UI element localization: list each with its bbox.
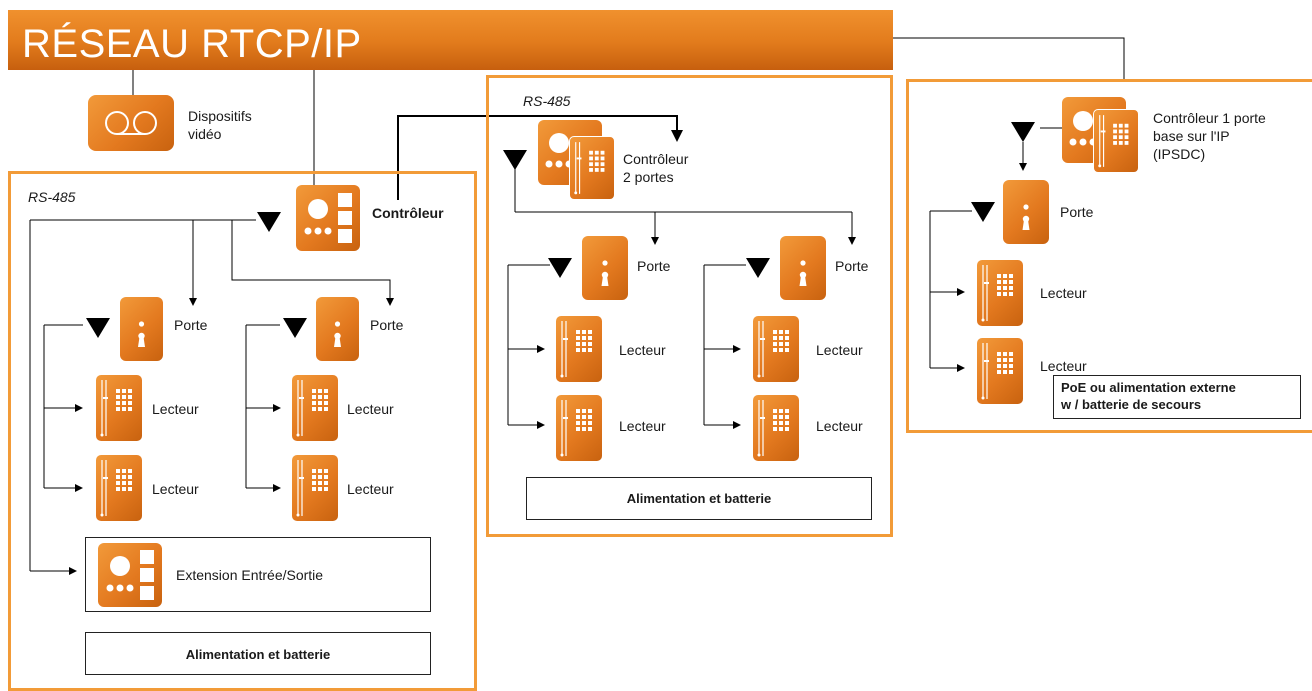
left-power-box xyxy=(85,632,431,675)
video-label-line2: vidéo xyxy=(188,126,222,142)
right-reader1-label: Lecteur xyxy=(1040,285,1087,301)
door-icon xyxy=(780,236,826,300)
right-power-label-line1: PoE ou alimentation externe xyxy=(1061,380,1236,395)
ipsdc-link-line xyxy=(893,37,1125,79)
card-reader-icon xyxy=(977,260,1023,326)
left-power-label: Alimentation et batterie xyxy=(185,647,331,662)
middle-door2-reader1-label: Lecteur xyxy=(816,342,863,358)
left-door1-label: Porte xyxy=(174,317,208,333)
card-reader-icon xyxy=(753,395,799,461)
panel-middle xyxy=(486,75,893,537)
controller-icon xyxy=(296,185,360,251)
left-door2-label: Porte xyxy=(370,317,404,333)
middle-bus-label: RS-485 xyxy=(523,93,571,109)
io-extension-icon xyxy=(98,543,162,607)
card-reader-icon xyxy=(569,136,615,200)
card-reader-icon xyxy=(556,395,602,461)
banner-title: RÉSEAU RTCP/IP xyxy=(22,22,362,66)
network-banner: RÉSEAU RTCP/IP xyxy=(8,10,893,70)
right-door-label: Porte xyxy=(1060,204,1094,220)
middle-controller-label-line1: Contrôleur xyxy=(623,151,689,167)
middle-door1-reader2-label: Lecteur xyxy=(619,418,666,434)
card-reader-icon xyxy=(753,316,799,382)
middle-controller-label-line2: 2 portes xyxy=(623,169,674,185)
left-bus-label: RS-485 xyxy=(28,189,76,205)
card-reader-icon xyxy=(96,375,142,441)
right-controller-label-line1: Contrôleur 1 porte xyxy=(1153,110,1266,126)
right-controller-label-line2: base sur l'IP xyxy=(1153,128,1230,144)
door-icon xyxy=(1003,180,1049,244)
middle-door1-label: Porte xyxy=(637,258,671,274)
card-reader-icon xyxy=(292,455,338,521)
extension-label: Extension Entrée/Sortie xyxy=(176,567,324,583)
right-controller-label-line3: (IPSDC) xyxy=(1153,146,1206,162)
card-reader-icon xyxy=(96,455,142,521)
middle-power-label: Alimentation et batterie xyxy=(626,491,772,506)
card-reader-icon xyxy=(556,316,602,382)
door-icon xyxy=(120,297,163,361)
card-reader-icon xyxy=(292,375,338,441)
left-door2-reader1-label: Lecteur xyxy=(347,401,394,417)
right-power-box xyxy=(1053,375,1301,419)
door-icon xyxy=(316,297,359,361)
panel-right xyxy=(906,79,1312,433)
panel-left xyxy=(8,171,477,691)
middle-door1-reader1-label: Lecteur xyxy=(619,342,666,358)
left-door1-reader2-label: Lecteur xyxy=(152,481,199,497)
card-reader-icon xyxy=(1093,109,1139,173)
video-label-line1: Dispositifs xyxy=(188,108,252,124)
middle-door2-reader2-label: Lecteur xyxy=(816,418,863,434)
door-icon xyxy=(582,236,628,300)
left-door1-reader1-label: Lecteur xyxy=(152,401,199,417)
right-reader2-label: Lecteur xyxy=(1040,358,1087,374)
right-power-label-line2: w / batterie de secours xyxy=(1061,397,1202,412)
video-recorder-icon xyxy=(88,95,174,151)
left-controller-label: Contrôleur xyxy=(372,205,444,221)
card-reader-icon xyxy=(977,338,1023,404)
middle-power-box xyxy=(526,477,872,520)
middle-door2-label: Porte xyxy=(835,258,869,274)
left-door2-reader2-label: Lecteur xyxy=(347,481,394,497)
